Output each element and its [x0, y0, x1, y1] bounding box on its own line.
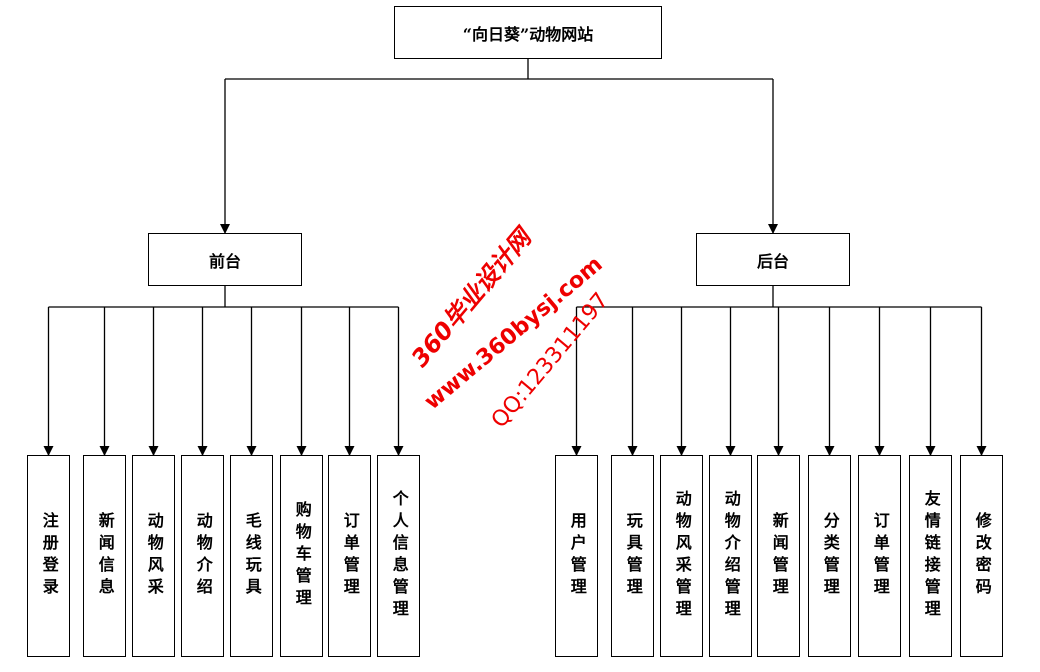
- front-leaf-node: 订单管理: [328, 455, 371, 657]
- back-leaf-label: 修改密码: [972, 512, 992, 600]
- back-end-node-label: 后台: [756, 251, 789, 271]
- front-leaf-label: 订单管理: [340, 512, 360, 600]
- back-leaf-label: 动物风采管理: [672, 490, 692, 622]
- back-leaf-node: 新闻管理: [757, 455, 800, 657]
- back-leaf-node: 动物介绍管理: [709, 455, 752, 657]
- front-leaf-label: 新闻信息: [95, 512, 115, 600]
- root-node: “向日葵”动物网站: [394, 6, 662, 59]
- front-leaf-node: 购物车管理: [280, 455, 323, 657]
- back-leaf-node: 分类管理: [808, 455, 851, 657]
- front-leaf-node: 动物风采: [132, 455, 175, 657]
- back-leaf-node: 友情链接管理: [909, 455, 952, 657]
- back-end-node: 后台: [696, 233, 850, 286]
- front-end-node: 前台: [148, 233, 302, 286]
- back-leaf-label: 分类管理: [820, 512, 840, 600]
- front-leaf-node: 动物介绍: [181, 455, 224, 657]
- back-leaf-label: 动物介绍管理: [721, 490, 741, 622]
- front-leaf-node: 个人信息管理: [377, 455, 420, 657]
- front-leaf-label: 动物风采: [144, 512, 164, 600]
- front-leaf-label: 注册登录: [39, 512, 59, 600]
- front-leaf-label: 购物车管理: [292, 501, 312, 611]
- front-leaf-label: 个人信息管理: [389, 490, 409, 622]
- back-leaf-node: 动物风采管理: [660, 455, 703, 657]
- back-leaf-label: 友情链接管理: [921, 490, 941, 622]
- front-leaf-label: 动物介绍: [193, 512, 213, 600]
- back-leaf-node: 订单管理: [858, 455, 901, 657]
- front-leaf-label: 毛线玩具: [242, 512, 262, 600]
- front-leaf-node: 注册登录: [27, 455, 70, 657]
- back-leaf-label: 新闻管理: [769, 512, 789, 600]
- front-leaf-node: 新闻信息: [83, 455, 126, 657]
- back-leaf-label: 用户管理: [567, 512, 587, 600]
- front-end-node-label: 前台: [208, 251, 241, 271]
- root-node-label: “向日葵”动物网站: [462, 24, 594, 44]
- front-leaf-node: 毛线玩具: [230, 455, 273, 657]
- back-leaf-node: 玩具管理: [611, 455, 654, 657]
- back-leaf-node: 修改密码: [960, 455, 1003, 657]
- back-leaf-label: 玩具管理: [623, 512, 643, 600]
- back-leaf-node: 用户管理: [555, 455, 598, 657]
- back-leaf-label: 订单管理: [870, 512, 890, 600]
